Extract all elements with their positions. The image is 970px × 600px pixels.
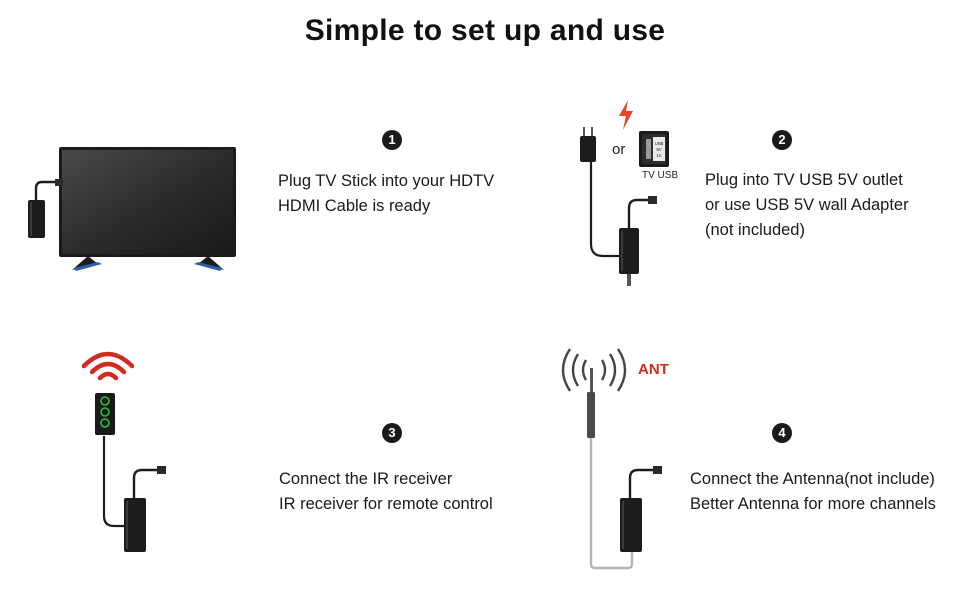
usb-port-icon: USB 5V 1A	[639, 131, 669, 167]
step-4-number: 4	[772, 423, 792, 443]
ir-receiver-icon	[95, 393, 115, 435]
svg-text:1A: 1A	[656, 153, 661, 158]
step-4-description: Connect the Antenna(not include) Better …	[690, 467, 936, 517]
svg-text:USB: USB	[655, 141, 664, 146]
ant-label: ANT	[638, 361, 669, 378]
step-1-number: 1	[382, 130, 402, 150]
step-2-number: 2	[772, 130, 792, 150]
tv-stick-icon	[28, 179, 63, 238]
tv-icon	[59, 147, 236, 271]
page-title: Simple to set up and use	[304, 14, 666, 47]
antenna-icon	[587, 368, 634, 570]
tv-usb-label: TV USB	[642, 170, 679, 181]
power-plug-icon	[580, 127, 624, 258]
tv-stick-icon	[619, 196, 657, 286]
step-3-line-2: IR receiver for remote control	[279, 495, 493, 513]
step-1-line-2: HDMI Cable is ready	[278, 197, 431, 215]
step-2-line-1: Plug into TV USB 5V outlet	[705, 171, 903, 189]
tv-stick-icon	[124, 466, 166, 552]
signal-waves-icon	[561, 348, 627, 392]
lightning-icon	[619, 100, 633, 130]
step-3-line-1: Connect the IR receiver	[279, 470, 453, 488]
step-3-description: Connect the IR receiver IR receiver for …	[279, 467, 493, 517]
step-2-line-3: (not included)	[705, 221, 805, 239]
step-1-description: Plug TV Stick into your HDTV HDMI Cable …	[278, 169, 494, 219]
ir-waves-icon	[81, 351, 135, 381]
step-3-number: 3	[382, 423, 402, 443]
step-2-line-2: or use USB 5V wall Adapter	[705, 196, 909, 214]
step-4-line-1: Connect the Antenna(not include)	[690, 470, 935, 488]
ir-cable	[102, 436, 128, 528]
tv-stick-icon	[620, 466, 662, 552]
svg-text:5V: 5V	[656, 147, 661, 152]
step-4-line-2: Better Antenna for more channels	[690, 495, 936, 513]
step-1-line-1: Plug TV Stick into your HDTV	[278, 172, 495, 190]
step-2-description: Plug into TV USB 5V outlet or use USB 5V…	[705, 168, 909, 243]
or-label: or	[612, 141, 626, 158]
